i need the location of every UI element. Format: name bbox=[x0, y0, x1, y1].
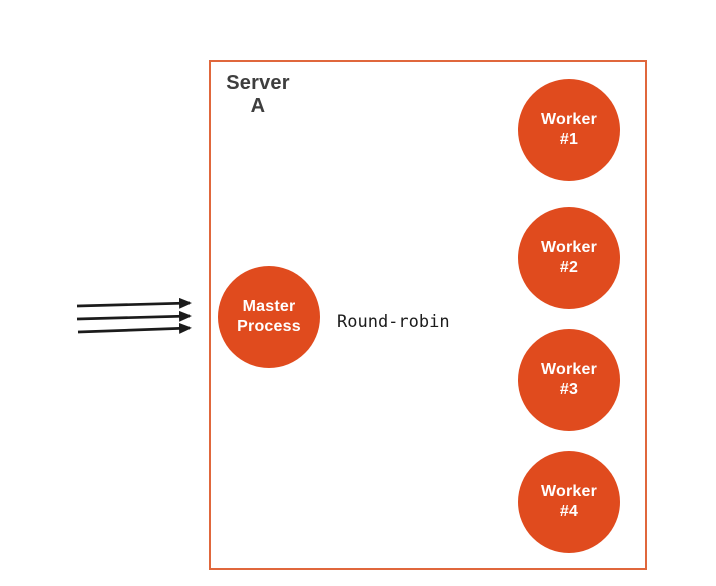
worker-4-label-line1: Worker bbox=[540, 483, 598, 500]
server-a-label: Server A bbox=[222, 72, 294, 118]
round-robin-label: Round-robin bbox=[337, 312, 450, 332]
incoming-traffic-arrows-icon bbox=[76, 297, 192, 334]
incoming-arrow-1-icon bbox=[76, 297, 192, 309]
worker-1-node: Worker #1 bbox=[518, 79, 620, 181]
worker-1-label-line1: Worker bbox=[540, 111, 598, 128]
master-process-node: Master Process bbox=[218, 266, 320, 368]
incoming-arrow-3-icon bbox=[77, 322, 192, 334]
master-node-label-line1: Master bbox=[242, 298, 296, 315]
worker-3-label-line1: Worker bbox=[540, 361, 598, 378]
worker-2-label-line1: Worker bbox=[540, 239, 598, 256]
server-label-line2: A bbox=[250, 95, 266, 117]
worker-3-label-line2: #3 bbox=[559, 381, 579, 398]
worker-2-label-line2: #2 bbox=[559, 259, 579, 276]
worker-1-label-line2: #1 bbox=[559, 131, 579, 148]
server-label-line1: Server bbox=[226, 72, 290, 94]
master-node-label-line2: Process bbox=[237, 318, 301, 335]
worker-4-label-line2: #4 bbox=[559, 503, 579, 520]
worker-3-node: Worker #3 bbox=[518, 329, 620, 431]
incoming-arrow-2-icon bbox=[76, 310, 192, 322]
worker-2-node: Worker #2 bbox=[518, 207, 620, 309]
worker-4-node: Worker #4 bbox=[518, 451, 620, 553]
